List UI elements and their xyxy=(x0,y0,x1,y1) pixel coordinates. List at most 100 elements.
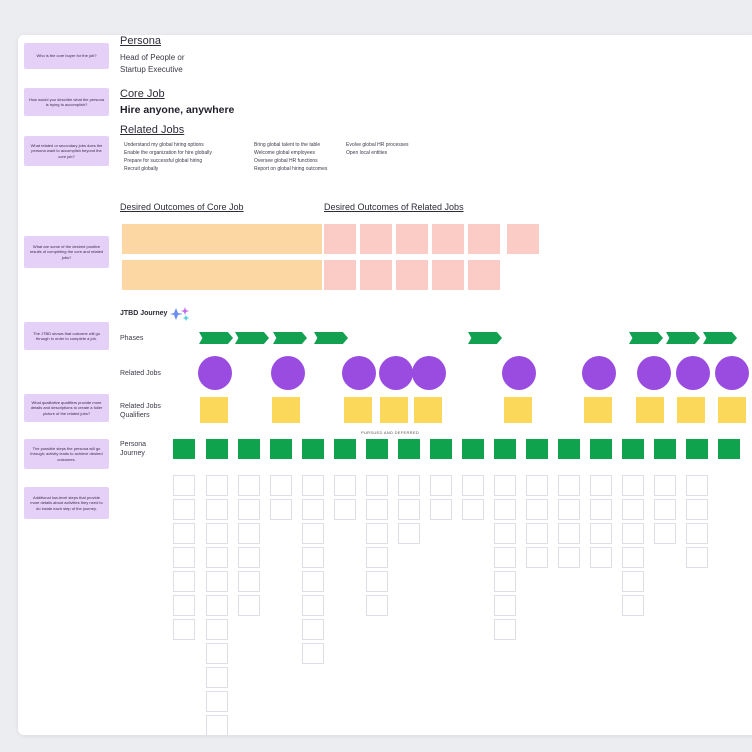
outcome-note[interactable] xyxy=(432,260,464,290)
qualifier-note[interactable] xyxy=(380,397,408,423)
qualifier-note[interactable] xyxy=(636,397,664,423)
detail-card[interactable] xyxy=(494,619,516,640)
outcome-note[interactable] xyxy=(468,260,500,290)
phase-chevron[interactable] xyxy=(235,332,269,344)
detail-card[interactable] xyxy=(173,499,195,520)
outcome-note[interactable] xyxy=(278,260,322,290)
phase-chevron[interactable] xyxy=(629,332,663,344)
detail-card[interactable] xyxy=(206,571,228,592)
related-job-circle[interactable] xyxy=(342,356,376,390)
journey-step[interactable] xyxy=(462,439,484,459)
detail-card[interactable] xyxy=(173,547,195,568)
related-job-circle[interactable] xyxy=(271,356,305,390)
detail-card[interactable] xyxy=(686,499,708,520)
detail-card[interactable] xyxy=(173,595,195,616)
qualifier-note[interactable] xyxy=(414,397,442,423)
related-job-circle[interactable] xyxy=(637,356,671,390)
detail-card[interactable] xyxy=(462,499,484,520)
whiteboard-canvas[interactable]: Who is the core buyer for the job? How w… xyxy=(18,35,752,735)
detail-card[interactable] xyxy=(398,499,420,520)
question-sticky[interactable]: What qualitative qualifiers provide more… xyxy=(24,394,109,422)
phase-chevron[interactable] xyxy=(199,332,233,344)
journey-step[interactable] xyxy=(173,439,195,459)
outcome-note[interactable] xyxy=(396,224,428,254)
detail-card[interactable] xyxy=(173,619,195,640)
detail-card[interactable] xyxy=(238,523,260,544)
outcome-note[interactable] xyxy=(162,224,206,254)
detail-card[interactable] xyxy=(622,523,644,544)
outcome-note[interactable] xyxy=(468,224,500,254)
journey-step[interactable] xyxy=(334,439,356,459)
detail-card[interactable] xyxy=(173,571,195,592)
outcome-note[interactable] xyxy=(238,224,282,254)
detail-card[interactable] xyxy=(494,475,516,496)
outcome-note[interactable] xyxy=(122,260,166,290)
detail-card[interactable] xyxy=(206,475,228,496)
qualifier-note[interactable] xyxy=(272,397,300,423)
detail-card[interactable] xyxy=(206,499,228,520)
detail-card[interactable] xyxy=(302,595,324,616)
journey-step[interactable] xyxy=(686,439,708,459)
detail-card[interactable] xyxy=(302,619,324,640)
related-job-circle[interactable] xyxy=(582,356,616,390)
detail-card[interactable] xyxy=(622,475,644,496)
qualifier-note[interactable] xyxy=(200,397,228,423)
detail-card[interactable] xyxy=(494,523,516,544)
detail-card[interactable] xyxy=(462,475,484,496)
detail-card[interactable] xyxy=(206,715,228,735)
journey-step[interactable] xyxy=(718,439,740,459)
detail-card[interactable] xyxy=(302,523,324,544)
detail-card[interactable] xyxy=(238,595,260,616)
outcome-note[interactable] xyxy=(278,224,322,254)
detail-card[interactable] xyxy=(526,499,548,520)
detail-card[interactable] xyxy=(302,547,324,568)
journey-step[interactable] xyxy=(270,439,292,459)
detail-card[interactable] xyxy=(206,643,228,664)
detail-card[interactable] xyxy=(238,499,260,520)
detail-card[interactable] xyxy=(686,547,708,568)
outcome-note[interactable] xyxy=(360,224,392,254)
detail-card[interactable] xyxy=(302,499,324,520)
journey-step[interactable] xyxy=(590,439,612,459)
detail-card[interactable] xyxy=(494,595,516,616)
phase-chevron[interactable] xyxy=(703,332,737,344)
journey-step[interactable] xyxy=(366,439,388,459)
detail-card[interactable] xyxy=(654,475,676,496)
question-sticky[interactable]: How would you describe what the persona … xyxy=(24,88,109,116)
detail-card[interactable] xyxy=(334,475,356,496)
detail-card[interactable] xyxy=(270,475,292,496)
detail-card[interactable] xyxy=(398,475,420,496)
detail-card[interactable] xyxy=(654,523,676,544)
related-job-circle[interactable] xyxy=(502,356,536,390)
detail-card[interactable] xyxy=(366,499,388,520)
phase-chevron[interactable] xyxy=(468,332,502,344)
outcome-note[interactable] xyxy=(360,260,392,290)
question-sticky[interactable]: The possible steps the persona will go t… xyxy=(24,439,109,469)
detail-card[interactable] xyxy=(366,523,388,544)
journey-step[interactable] xyxy=(558,439,580,459)
detail-card[interactable] xyxy=(238,475,260,496)
detail-card[interactable] xyxy=(686,523,708,544)
detail-card[interactable] xyxy=(173,475,195,496)
related-job-circle[interactable] xyxy=(715,356,749,390)
detail-card[interactable] xyxy=(622,499,644,520)
outcome-note[interactable] xyxy=(396,260,428,290)
outcome-note[interactable] xyxy=(324,224,356,254)
outcome-note[interactable] xyxy=(162,260,206,290)
outcome-note[interactable] xyxy=(432,224,464,254)
detail-card[interactable] xyxy=(366,571,388,592)
outcome-note[interactable] xyxy=(324,260,356,290)
journey-step[interactable] xyxy=(494,439,516,459)
detail-card[interactable] xyxy=(238,547,260,568)
question-sticky[interactable]: What are some of the desired positive re… xyxy=(24,236,109,268)
detail-card[interactable] xyxy=(270,499,292,520)
detail-card[interactable] xyxy=(398,523,420,544)
journey-step[interactable] xyxy=(526,439,548,459)
detail-card[interactable] xyxy=(590,475,612,496)
detail-card[interactable] xyxy=(206,523,228,544)
related-job-circle[interactable] xyxy=(198,356,232,390)
outcome-note[interactable] xyxy=(238,260,282,290)
detail-card[interactable] xyxy=(526,523,548,544)
detail-card[interactable] xyxy=(590,499,612,520)
qualifier-note[interactable] xyxy=(718,397,746,423)
